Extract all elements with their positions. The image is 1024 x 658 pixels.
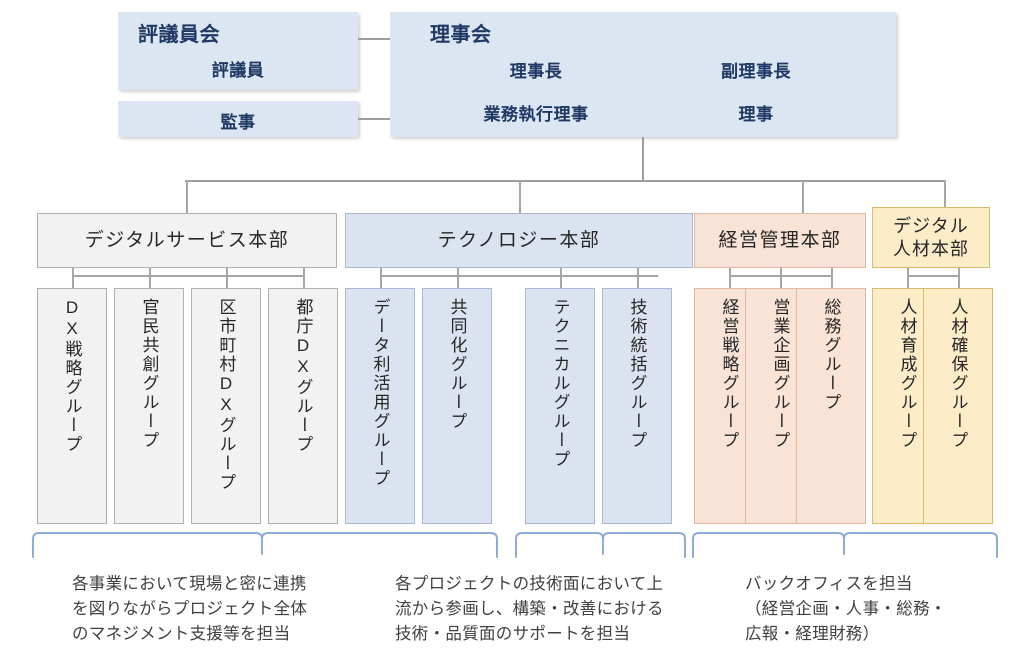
group-box-data-utilization[interactable]: データ利活用グループ [345,288,415,524]
group-label-talent-acquisition: 人材確保グループ [948,298,968,450]
council-member-label: 評議員 [211,61,265,80]
connector-div1-drop-3 [226,268,228,288]
council-box [118,12,358,90]
connector-div3-drop-1 [729,268,731,288]
connector-div1-drop-2 [149,268,151,288]
group-box-general-affairs[interactable]: 総務グループ [796,288,866,524]
division-header-digital-talent[interactable]: デジタル 人材本部 [872,207,990,268]
bracket-back-office [690,528,1000,558]
board-role-chairman: 理事長 [509,62,563,81]
group-box-public-private[interactable]: 官民共創グループ [114,288,184,524]
connector-drop-division-1 [186,180,188,213]
connector-div1-drop-4 [303,268,305,288]
group-label-talent-development: 人材育成グループ [897,298,917,450]
connector-div3-drop-2 [780,268,782,288]
caption-back-office: バックオフィスを担当 （経営企画・人事・総務・ 広報・経理財務） [745,575,947,644]
board-title: 理事会 [430,24,492,46]
group-box-dx-strategy[interactable]: DX戦略グループ [37,288,107,524]
group-box-municipal-dx[interactable]: 区市町村DXグループ [191,288,261,524]
connector-distribution-bar [185,180,945,182]
connector-div1-bus [72,275,303,277]
auditor-label: 監事 [220,113,256,132]
caption-technical-support: 各プロジェクトの技術面において上 流から参画し、構築・改善における 技術・品質面… [395,575,664,644]
group-box-metropolitan-dx[interactable]: 都庁DXグループ [268,288,338,524]
group-label-metropolitan-dx: 都庁DXグループ [293,298,313,454]
board-role-director: 理事 [738,105,774,124]
group-label-tech-management: 技術統括グループ [627,298,647,450]
group-box-tech-management[interactable]: 技術統括グループ [602,288,672,524]
group-label-data-utilization: データ利活用グループ [370,298,390,488]
group-label-management-strategy: 経営戦略グループ [719,298,739,450]
group-label-public-private: 官民共創グループ [139,298,159,450]
caption-project-management: 各事業において現場と密に連携 を図りながらプロジェクト全体 のマネジメント支援等… [72,575,308,644]
group-label-municipal-dx: 区市町村DXグループ [216,298,236,492]
division-header-management[interactable]: 経営管理本部 [694,213,866,268]
connector-div1-drop-1 [72,268,74,288]
group-label-technical: テクニカルグループ [550,298,570,469]
connector-drop-division-3 [802,180,804,213]
connector-div2-drop-3 [560,268,562,288]
connector-div2-drop-1 [380,268,382,288]
group-box-technical[interactable]: テクニカルグループ [525,288,595,524]
division-header-technology[interactable]: テクノロジー本部 [345,213,693,268]
group-box-talent-acquisition[interactable]: 人材確保グループ [923,288,993,524]
board-role-executive-director: 業務執行理事 [483,105,589,124]
connector-div4-bus [907,275,958,277]
connector-drop-division-4 [944,180,946,213]
group-label-sales-planning: 営業企画グループ [770,298,790,450]
connector-board-drop [642,137,644,181]
bracket-project-management [30,528,500,558]
auditor-box [118,101,358,137]
board-box [390,12,896,137]
connector-auditor-to-board [358,118,390,120]
connector-div2-drop-4 [637,268,639,288]
group-label-dx-strategy: DX戦略グループ [62,298,82,454]
connector-div2-drop-2 [457,268,459,288]
group-box-shared-platform[interactable]: 共同化グループ [422,288,492,524]
board-role-vice-chairman: 副理事長 [721,62,791,81]
connector-div4-drop-1 [907,268,909,288]
connector-council-to-board [358,38,390,40]
group-label-general-affairs: 総務グループ [821,298,841,412]
group-label-shared-platform: 共同化グループ [447,298,467,431]
bracket-technical-support [513,528,688,558]
connector-div3-drop-3 [831,268,833,288]
connector-div2-bus [380,275,658,277]
connector-div4-drop-2 [958,268,960,288]
division-header-digital-service[interactable]: デジタルサービス本部 [37,213,337,268]
connector-drop-division-2 [519,180,521,213]
council-title: 評議員会 [138,24,220,46]
